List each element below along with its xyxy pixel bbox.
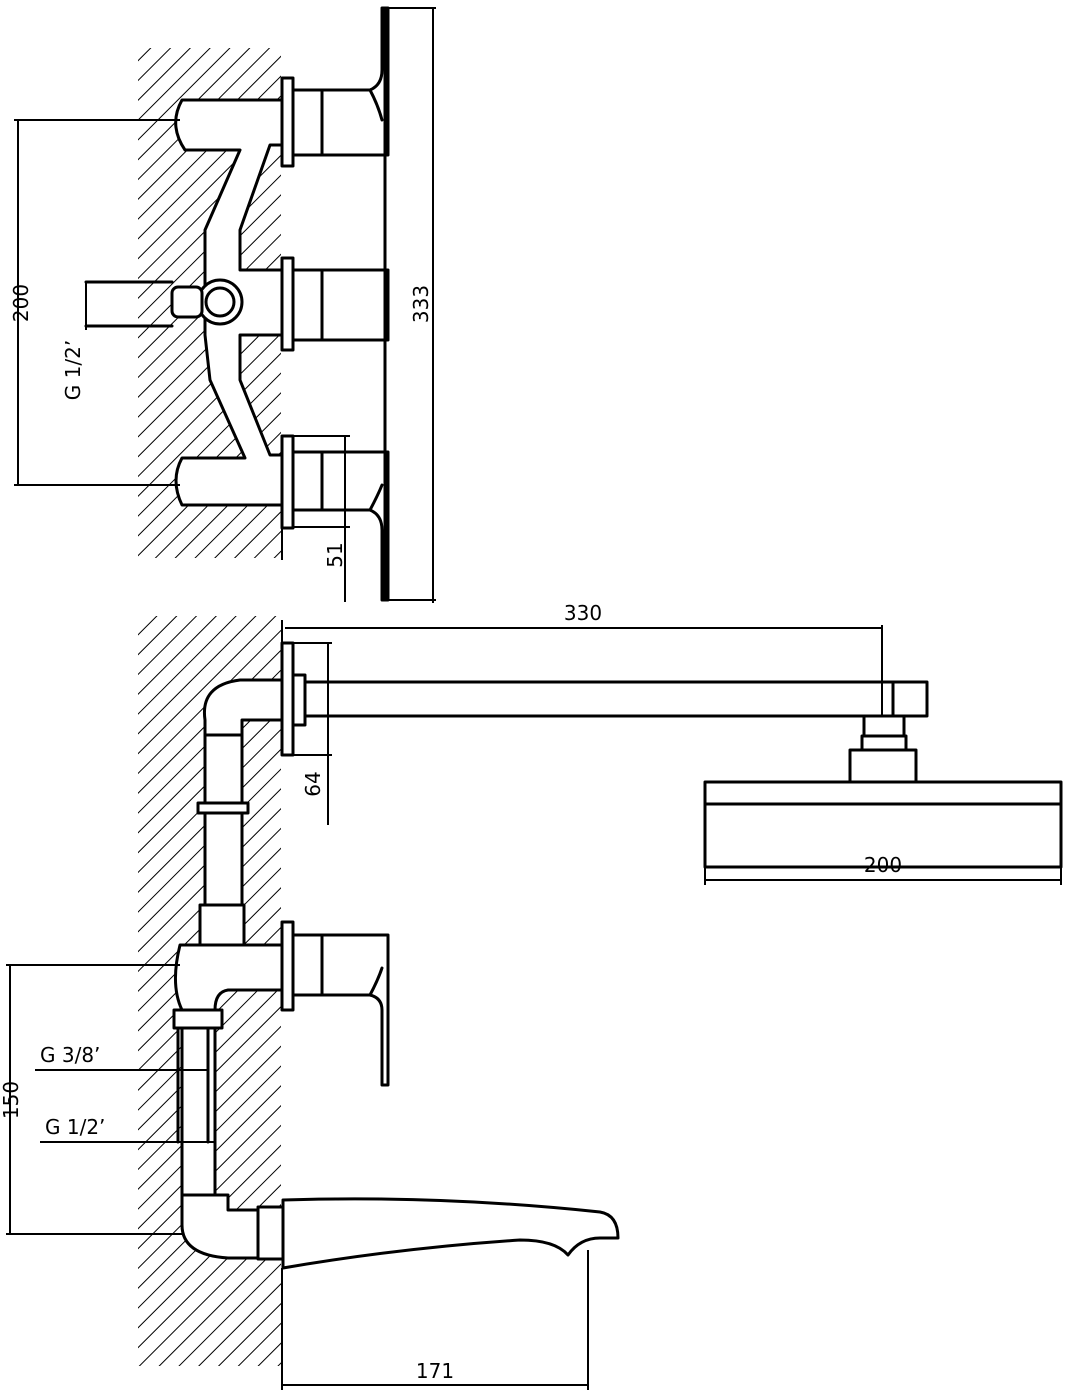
riser-fitting — [198, 903, 246, 947]
head-nut — [860, 734, 908, 752]
handle-lower-detail — [320, 450, 384, 512]
flange-upper — [280, 76, 295, 168]
dim-150-label: 150 — [0, 1081, 23, 1119]
flange-middle — [280, 256, 295, 352]
bottom-view: 330 64 200 150 G 3/8’ G 1/2’ — [0, 601, 1063, 1390]
bath-spout — [281, 1197, 620, 1270]
shower-head-top — [703, 780, 1063, 806]
top-view: 333 200 G 1/2’ 51 — [9, 6, 436, 603]
spout-nut — [256, 1205, 285, 1261]
spout-elbow — [180, 1193, 262, 1260]
shower-arm — [303, 680, 929, 718]
head-swivel — [862, 714, 906, 738]
handle-bottom — [291, 933, 390, 1087]
flange-bottom — [280, 920, 295, 1012]
dim-171-label: 171 — [416, 1359, 454, 1383]
handle-upper — [291, 6, 390, 157]
dim-51-label: 51 — [323, 542, 347, 567]
diverter-knob-inner — [204, 286, 236, 318]
shower-head-body — [703, 802, 1063, 869]
handle-upper-detail — [320, 88, 384, 157]
arm-flange — [280, 641, 295, 757]
nut-3-8 — [172, 1008, 224, 1030]
dim-thread-top-label: G 1/2’ — [61, 340, 85, 400]
riser-coupling — [196, 801, 250, 815]
flange-lower — [280, 434, 295, 530]
dim-64-label: 64 — [301, 771, 325, 796]
inlet-stub-top — [170, 285, 204, 319]
head-neck — [848, 748, 918, 784]
dim-thread-1-2-label: G 1/2’ — [45, 1115, 105, 1139]
dim-200-label: 200 — [9, 284, 33, 322]
dim-330-label: 330 — [564, 601, 602, 625]
dim-head-200-label: 200 — [864, 853, 902, 877]
dim-333-label: 333 — [409, 285, 433, 323]
mixer-body-bottom — [173, 943, 284, 1197]
arm-flange-inner — [291, 673, 307, 727]
handle-bottom-detail — [320, 933, 384, 997]
dim-thread-3-8-label: G 3/8’ — [40, 1043, 100, 1067]
handle-middle — [291, 268, 390, 342]
